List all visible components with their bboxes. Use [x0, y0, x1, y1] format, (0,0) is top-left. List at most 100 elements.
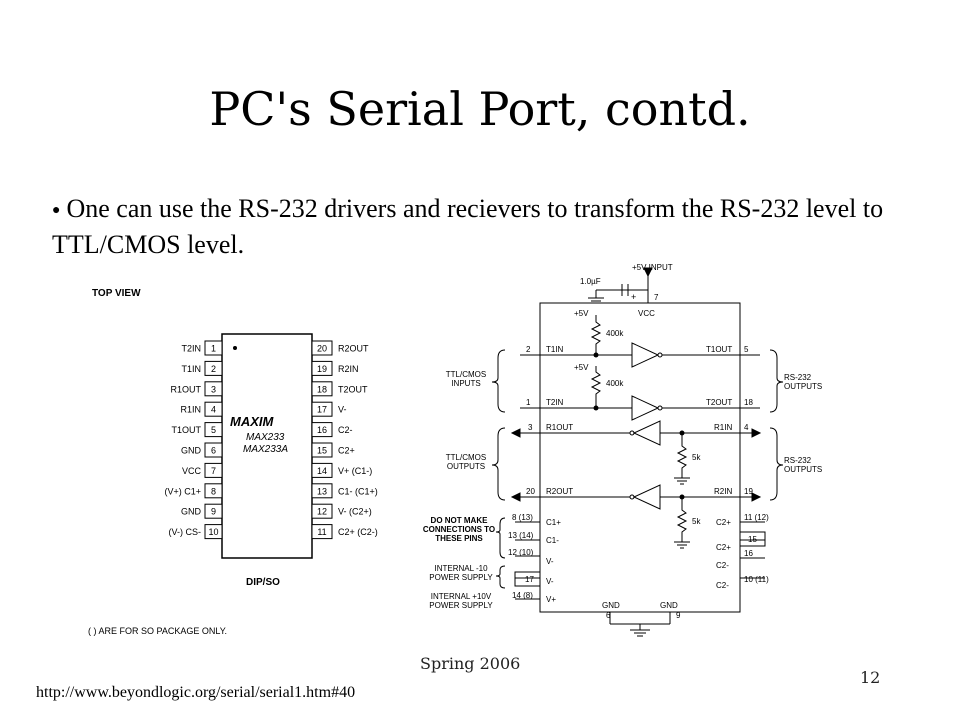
left-pin-label: T1OUT: [171, 425, 201, 435]
c2m2-label: C2-: [716, 581, 729, 590]
left-pin-number: 9: [211, 507, 216, 517]
right-pin-number: 17: [317, 405, 327, 415]
right-pin-label: R2IN: [338, 364, 359, 374]
right-pin-label: C2+: [338, 446, 355, 456]
right-pin-number: 16: [317, 425, 327, 435]
res-400k-a-label: 400k: [606, 329, 624, 338]
vcc-label: VCC: [638, 309, 655, 318]
pin2-number: 2: [526, 345, 531, 354]
left-pin-label: R1OUT: [170, 384, 201, 394]
right-pin-box: [311, 462, 333, 478]
slide-title: PC's Serial Port, contd.: [209, 82, 751, 136]
left-pin-box: [204, 442, 223, 458]
ttl-inputs-fo: TTL/CMOS INPUTS: [445, 370, 487, 388]
right-pin-number: 14: [317, 466, 327, 476]
footer-date: Spring 2006: [420, 654, 521, 673]
package-footnote: ( ) ARE FOR SO PACKAGE ONLY.: [88, 626, 227, 636]
page-number: 12: [860, 668, 881, 687]
pin13-number: 13 (14): [508, 531, 534, 540]
pin11-number: 11 (12): [744, 513, 769, 522]
left-pin-label: GND: [181, 446, 202, 456]
bullet-text: ●One can use the RS-232 drivers and reci…: [52, 192, 912, 262]
right-pin-box: [311, 422, 333, 438]
pin8-number: 8 (13): [512, 513, 533, 522]
t2in-label: T2IN: [546, 398, 564, 407]
ttl-outputs-label: TTL/CMOS OUTPUTS: [445, 453, 487, 471]
right-pin-label: C2-: [338, 425, 353, 435]
pin14-number: 14 (8): [512, 591, 533, 600]
maxim-logo: MAXIM: [230, 414, 275, 429]
right-pin-box: [311, 340, 333, 356]
right-pin-number: 12: [317, 507, 327, 517]
t2out-label: T2OUT: [706, 398, 732, 407]
gnd-b-label: GND: [660, 601, 678, 610]
cap-plus-sign: +: [631, 292, 636, 302]
pin5-number: 5: [744, 345, 749, 354]
r2in-label: R2IN: [714, 487, 732, 496]
t1out-label: T1OUT: [706, 345, 732, 354]
right-pin-box: [311, 401, 333, 417]
c2p1-label: C2+: [716, 518, 731, 527]
left-pin-number: 5: [211, 425, 216, 435]
ttl-inputs-label: TTL/CMOS INPUTS: [445, 370, 487, 388]
left-pin-number: 4: [211, 405, 216, 415]
part-number-1: MAX233: [246, 432, 285, 443]
bullet-dot-icon: ●: [52, 203, 61, 219]
left-pin-number: 3: [211, 384, 216, 394]
rs232-outputs-label: RS-232 OUTPUTS: [784, 373, 823, 391]
right-pin-label: V- (C2+): [338, 507, 372, 517]
left-pin-box: [204, 524, 223, 540]
pin1-number: 1: [526, 398, 531, 407]
right-pin-number: 11: [317, 527, 326, 537]
pin20-number: 20: [526, 487, 535, 496]
left-pin-number: 8: [211, 486, 216, 496]
part-number-2: MAX233A: [243, 444, 288, 455]
plus5v-input-label: +5V INPUT: [632, 263, 673, 272]
left-pin-number: 6: [211, 446, 216, 456]
pin1-indicator-icon: [233, 346, 237, 350]
pin4-number: 4: [744, 423, 749, 432]
right-pin-box: [311, 503, 333, 519]
rs232-inputs-fo: RS-232 OUTPUTS: [784, 456, 823, 474]
capacitor-label: 1.0µF: [580, 277, 601, 286]
right-pin-label: V-: [338, 405, 347, 415]
left-pin-label: R1IN: [180, 405, 201, 415]
res-5k-b-label: 5k: [692, 517, 701, 526]
pin7-number: 7: [654, 293, 659, 302]
r1in-label: R1IN: [714, 423, 732, 432]
right-pin-number: 15: [317, 446, 327, 456]
left-pin-number: 10: [208, 527, 218, 537]
left-pin-label: (V+) C1+: [164, 486, 201, 496]
vm1-label: V-: [546, 557, 554, 566]
pin3-number: 3: [528, 423, 533, 432]
ttl-outputs-fo: TTL/CMOS OUTPUTS: [445, 453, 487, 471]
no-connect-fo: DO NOT MAKE CONNECTIONS TO THESE PINS: [422, 516, 496, 543]
right-pin-number: 19: [317, 364, 327, 374]
internal-pos-label: INTERNAL +10V POWER SUPPLY: [429, 592, 493, 610]
no-connect-label: DO NOT MAKE CONNECTIONS TO THESE PINS: [422, 516, 496, 543]
pinout-diagram: TOP VIEW MAXIM MAX233 MAX233A 1T2IN2T1IN…: [88, 288, 378, 636]
right-pin-box: [311, 442, 333, 458]
pin6-number: 6: [606, 611, 611, 620]
source-url: http://www.beyondlogic.org/serial/serial…: [36, 684, 356, 701]
package-label: DIP/SO: [246, 577, 280, 588]
circuit-labels: +5V INPUT 1.0µF + 7 VCC +5V +5V 400k 400…: [422, 263, 823, 620]
pin10-number: 10 (11): [744, 575, 769, 584]
rs232-inputs-label: RS-232 OUTPUTS: [784, 456, 823, 474]
right-pin-label: V+ (C1-): [338, 466, 372, 476]
plus5v-a-label: +5V: [574, 309, 589, 318]
c2m1-label: C2-: [716, 561, 729, 570]
right-pin-label: T2OUT: [338, 384, 368, 394]
left-pin-label: T1IN: [181, 364, 201, 374]
left-pin-label: T2IN: [181, 344, 201, 354]
c1m-label: C1-: [546, 536, 559, 545]
pin19-number: 19: [744, 487, 753, 496]
left-pin-label: (V-) CS-: [169, 527, 202, 537]
internal-neg-fo: INTERNAL -10 POWER SUPPLY: [429, 564, 492, 582]
left-pin-label: GND: [181, 507, 202, 517]
bullet-text-content: One can use the RS-232 drivers and recie…: [52, 194, 884, 260]
r2out-label: R2OUT: [546, 487, 573, 496]
vp-label: V+: [546, 595, 556, 604]
right-pin-label: C2+ (C2-): [338, 527, 378, 537]
